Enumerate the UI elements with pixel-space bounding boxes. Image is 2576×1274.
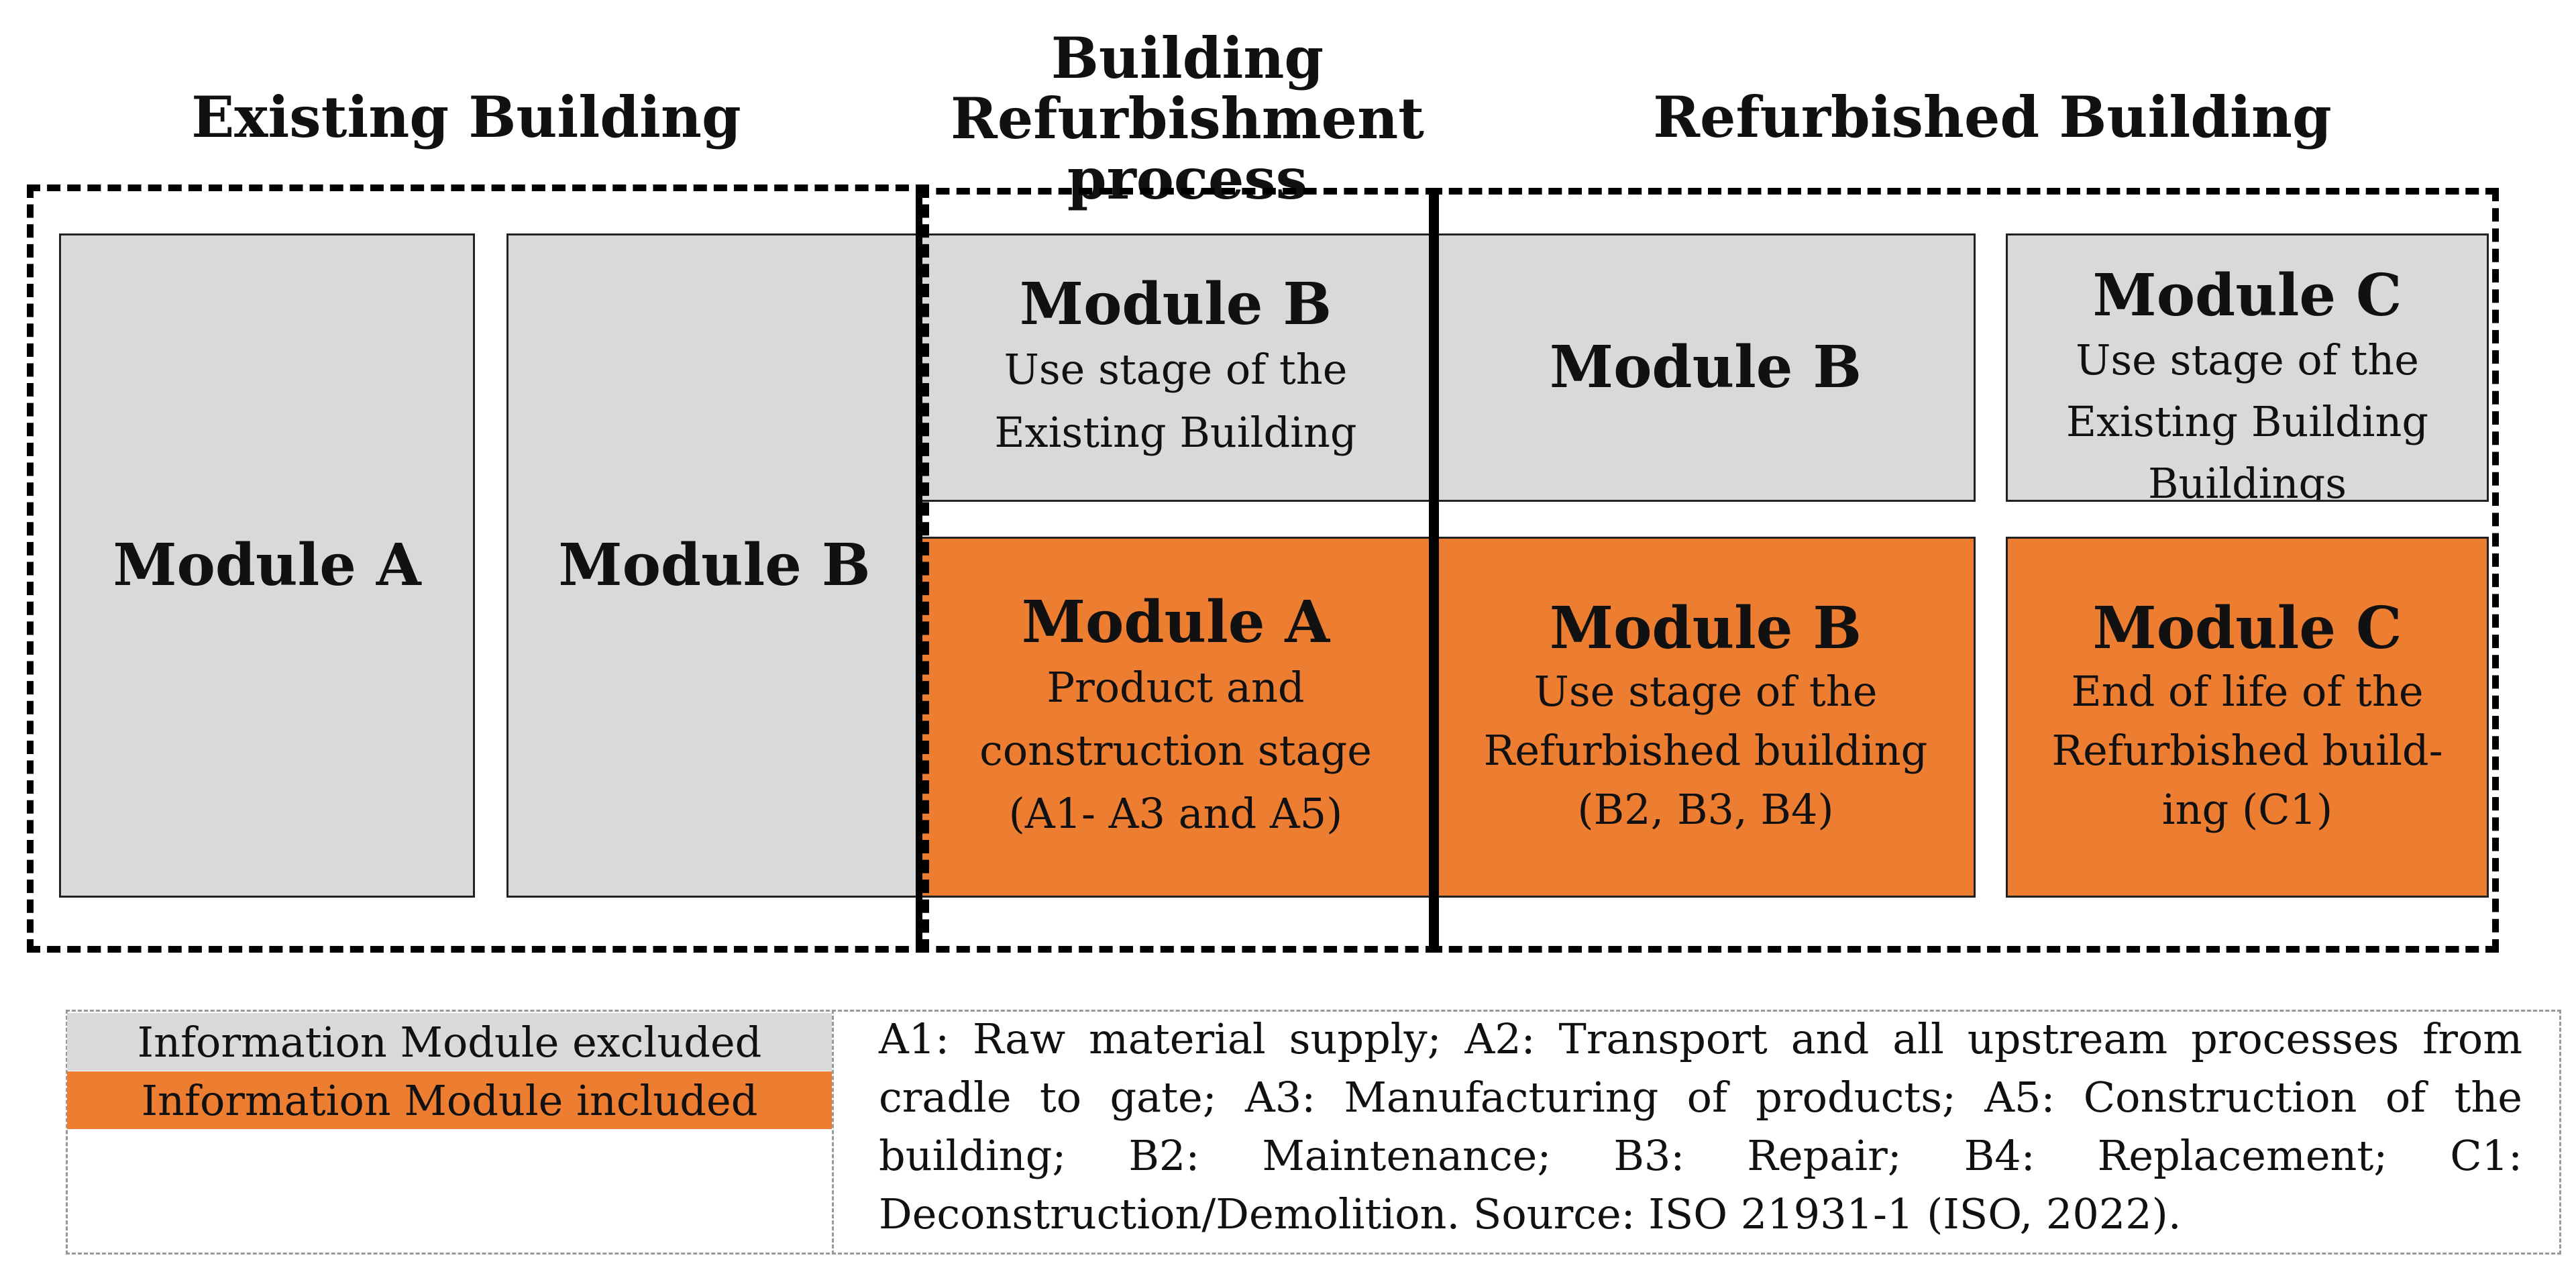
process-module-b: Module B Use stage of the Existing Build… [919, 233, 1432, 502]
module-title: Module B [1549, 333, 1862, 401]
module-title: Module B [1549, 594, 1862, 662]
existing-building-heading: Existing Building [191, 84, 741, 150]
process-module-a: Module A Product and construction stage … [919, 537, 1432, 898]
refurbished-module-b-excluded: Module B [1436, 233, 1976, 502]
module-title: Module A [1021, 588, 1330, 656]
module-title: Module A [113, 531, 421, 599]
existing-building-frame [27, 184, 929, 953]
refurbishment-process-frame [916, 188, 1439, 953]
module-description: Use stage of the Existing Building [994, 345, 1357, 457]
module-title: Module B [558, 531, 871, 599]
legend-divider [832, 1010, 834, 1255]
refurbished-module-c-excluded: Module C Use stage of the Existing Build… [2006, 233, 2489, 502]
module-description: Product and construction stage (A1- A3 a… [979, 663, 1372, 838]
module-title: Module C [2092, 594, 2402, 662]
legend-excluded-swatch: Information Module excluded [67, 1013, 832, 1071]
existing-module-a: Module A [59, 233, 475, 898]
legend-frame [66, 1010, 2561, 1255]
module-title: Module C [2092, 262, 2402, 329]
module-description: End of life of the Refurbished build-ing… [2051, 667, 2443, 834]
legend-excluded-label: Information Module excluded [137, 1017, 762, 1067]
refurbished-module-c-included: Module C End of life of the Refurbished … [2006, 537, 2489, 898]
refurbished-building-frame [1429, 188, 2499, 953]
module-description: Use stage of the Existing Building Build… [2065, 335, 2429, 502]
refurbished-building-heading: Refurbished Building [1653, 84, 2332, 150]
legend-included-swatch: Information Module included [67, 1071, 832, 1129]
legend-included-label: Information Module included [141, 1075, 758, 1125]
existing-module-b: Module B [506, 233, 922, 898]
legend-note: A1: Raw material supply; A2: Transport a… [879, 1014, 2522, 1238]
module-description: Use stage of the Refurbished building (B… [1483, 667, 1928, 834]
refurbishment-process-heading: Building Refurbishment process [951, 25, 1424, 212]
module-title: Module B [1019, 270, 1332, 338]
refurbished-module-b-included: Module B Use stage of the Refurbished bu… [1436, 537, 1976, 898]
